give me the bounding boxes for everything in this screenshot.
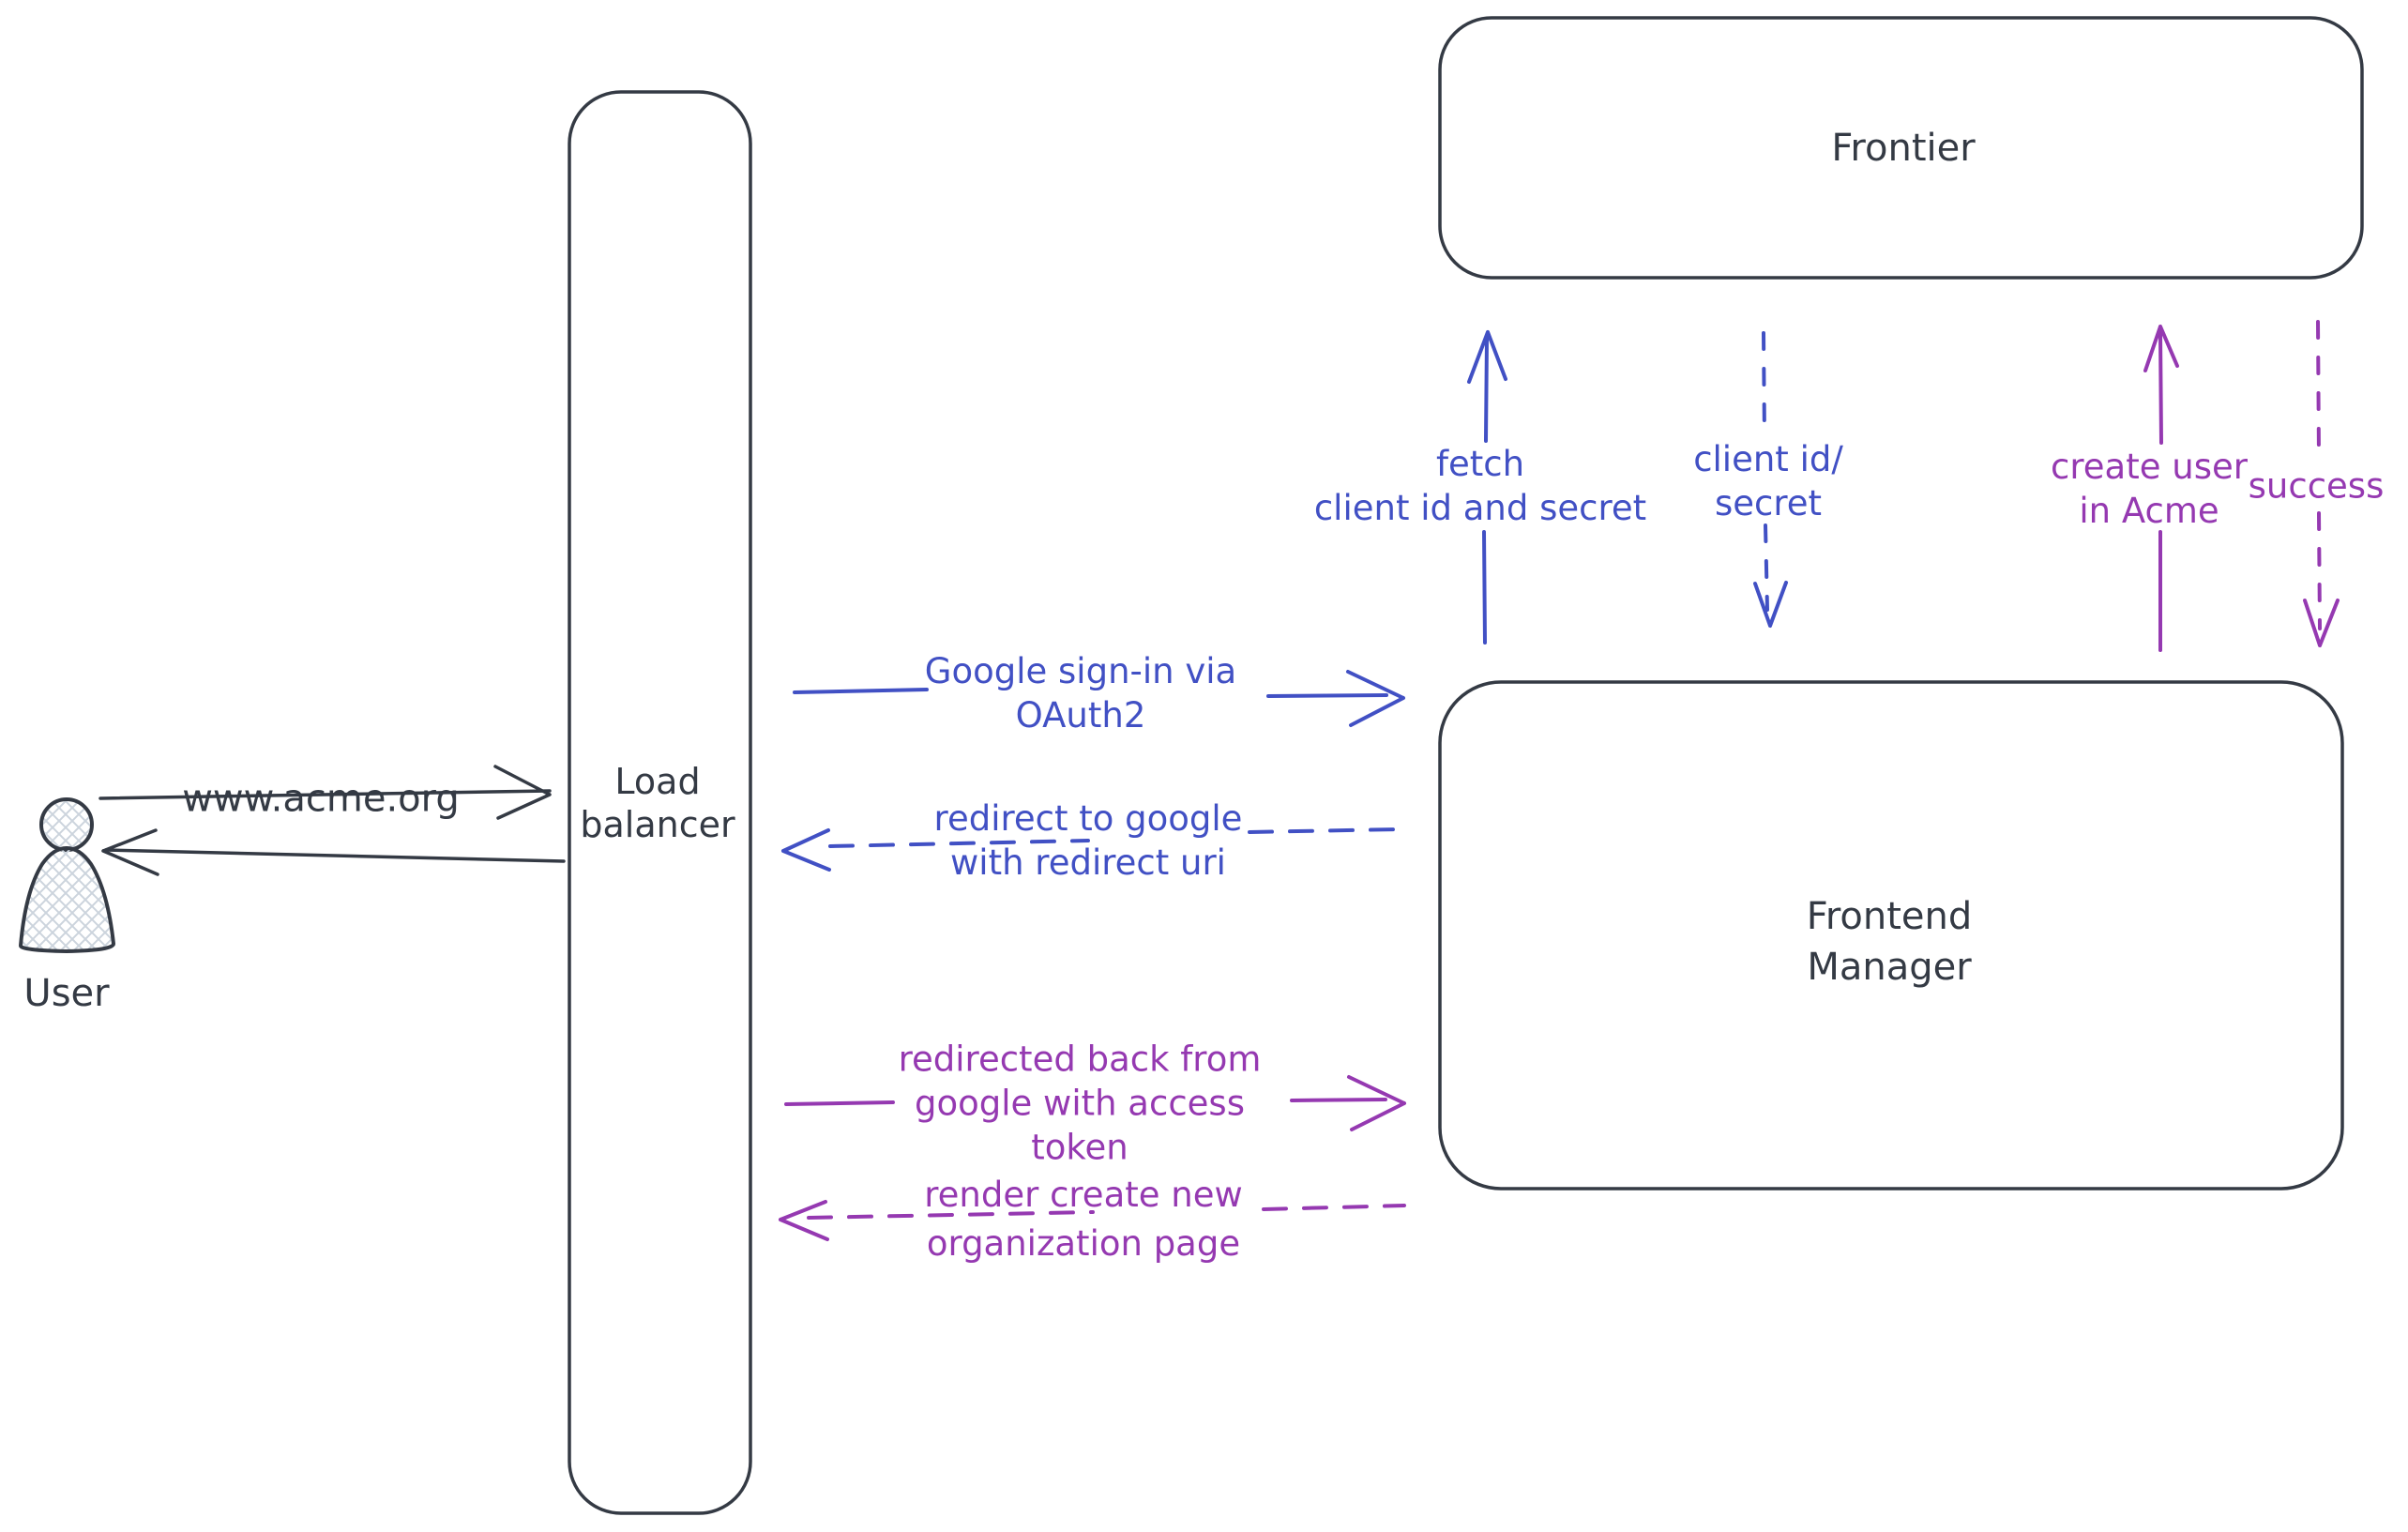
user-icon [18,797,116,954]
load-balancer-box [568,90,752,1515]
success-arrow [2303,320,2340,647]
create-user-arrow [2143,325,2179,652]
fetch-client-arrow [1467,330,1507,645]
redirected-back-arrow [784,1075,1406,1131]
user-to-lb-arrow [98,765,552,820]
client-id-secret-arrow [1753,331,1788,628]
frontend-manager-box [1438,680,2344,1191]
frontier-box [1438,16,2364,280]
render-org-page-arrow [779,1200,1406,1241]
google-signin-arrow [793,670,1405,727]
lb-to-user-arrow [101,828,566,876]
redirect-google-arrow [781,827,1400,872]
